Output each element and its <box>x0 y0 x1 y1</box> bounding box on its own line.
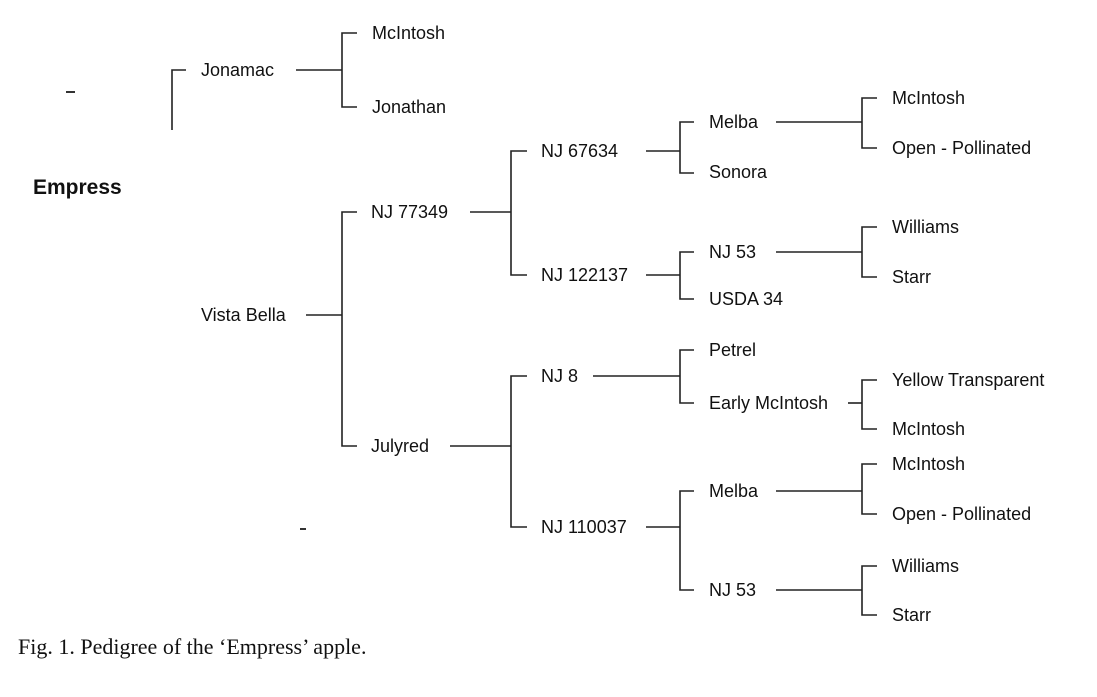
figure-caption: Fig. 1. Pedigree of the ‘Empress’ apple. <box>18 634 367 659</box>
node-williams: Williams <box>892 556 959 576</box>
node-yellow-transparent: Yellow Transparent <box>892 370 1045 390</box>
node-sonora: Sonora <box>709 162 768 182</box>
node-starr: Starr <box>892 267 932 287</box>
node-nj-122137: NJ 122137 <box>541 265 629 285</box>
node-melba: Melba <box>709 481 759 501</box>
node-nj-53: NJ 53 <box>709 242 757 262</box>
node-open-pollinated: Open - Pollinated <box>892 504 1032 524</box>
node-williams: Williams <box>892 217 959 237</box>
node-nj-110037: NJ 110037 <box>541 517 627 537</box>
node-open-pollinated: Open - Pollinated <box>892 138 1032 158</box>
node-nj-67634: NJ 67634 <box>541 141 619 161</box>
node-mcintosh: McIntosh <box>892 419 966 439</box>
node-julyred: Julyred <box>371 436 430 456</box>
node-jonamac: Jonamac <box>201 60 275 80</box>
node-starr: Starr <box>892 605 932 625</box>
node-mcintosh: McIntosh <box>892 88 966 108</box>
node-petrel: Petrel <box>709 340 757 360</box>
node-nj-77349: NJ 77349 <box>371 202 449 222</box>
root-cultivar-empress: Empress <box>33 176 122 199</box>
node-nj-8: NJ 8 <box>541 366 579 386</box>
node-mcintosh: McIntosh <box>372 23 446 43</box>
node-vista-bella: Vista Bella <box>201 305 286 325</box>
node-mcintosh: McIntosh <box>892 454 966 474</box>
node-early-mcintosh: Early McIntosh <box>709 393 829 413</box>
node-jonathan: Jonathan <box>372 97 447 117</box>
node-usda-34: USDA 34 <box>709 289 784 309</box>
node-melba: Melba <box>709 112 759 132</box>
node-nj-53: NJ 53 <box>709 580 757 600</box>
